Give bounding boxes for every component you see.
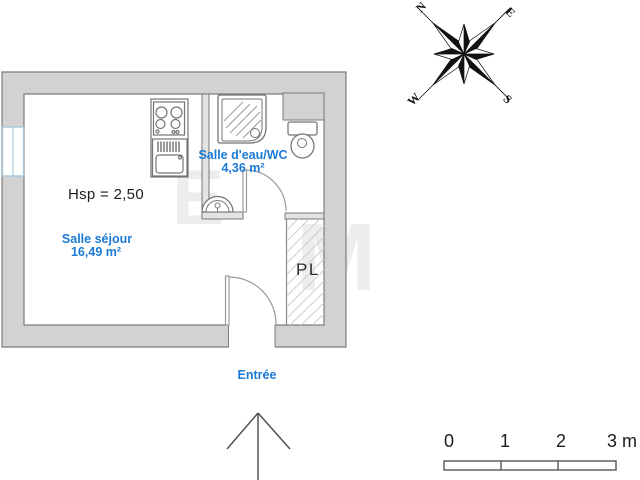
shower-hatch xyxy=(223,101,262,139)
scale-tick-0: 0 xyxy=(443,431,455,451)
exterior-walls xyxy=(1,71,347,348)
closet-label: PL xyxy=(296,260,320,279)
bathroom-door xyxy=(242,169,287,213)
closet-hatch xyxy=(286,218,325,326)
window-icon xyxy=(1,126,25,177)
entrance-door xyxy=(224,275,277,326)
scale-tick-2: 2 xyxy=(555,431,567,451)
scale-bar xyxy=(443,460,617,471)
scale-tick-1: 1 xyxy=(499,431,511,451)
living-room-area: 16,49 m² xyxy=(70,245,122,259)
bathroom-area: 4,36 m² xyxy=(221,161,265,175)
toilet-icon xyxy=(287,121,318,159)
shower-icon xyxy=(217,94,267,144)
bathroom-label: Salle d'eau/WC xyxy=(198,148,288,162)
compass-rose-icon xyxy=(417,7,511,101)
entrance-arrow-icon xyxy=(226,412,291,480)
living-room-label: Salle séjour xyxy=(61,232,133,246)
kitchen-sink-drainer xyxy=(157,141,180,152)
ceiling-height-label: Hsp = 2,50 xyxy=(68,186,144,203)
washbasin-icon xyxy=(201,195,234,213)
entrance-label: Entrée xyxy=(237,368,277,382)
kitchen-unit-icon xyxy=(150,98,189,178)
scale-tick-3: 3 m xyxy=(606,431,638,451)
